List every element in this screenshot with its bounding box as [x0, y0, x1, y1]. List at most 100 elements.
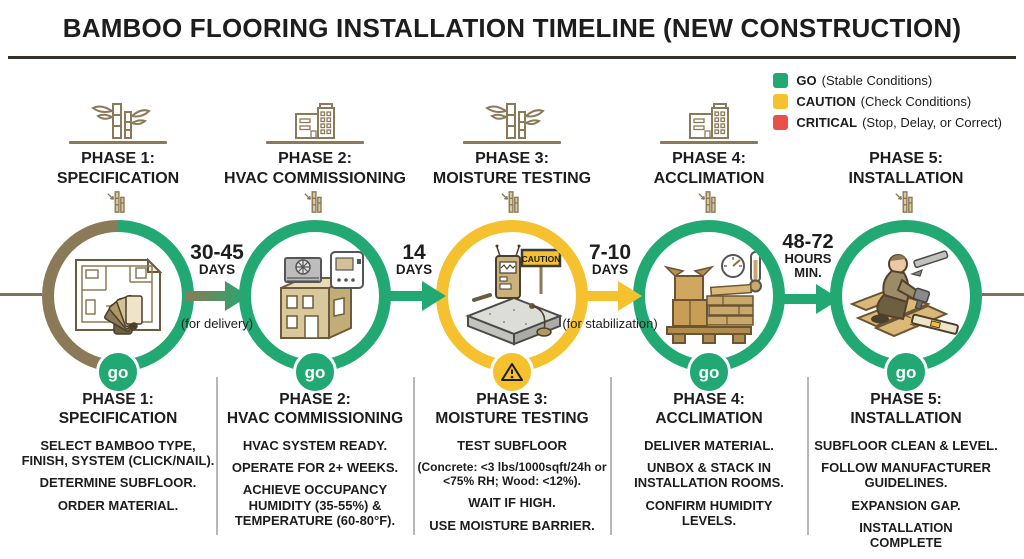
detail-item: DETERMINE SUBFLOOR.	[39, 475, 197, 491]
phase-name: MOISTURE TESTING	[432, 169, 592, 187]
duration-unit: DAYS	[591, 262, 629, 278]
phase-5-column: PHASE 5: INSTALLATION	[808, 100, 1004, 395]
installer-illustration	[850, 250, 959, 338]
phase-2-bottom-header: PHASE 2: HVAC COMMISSIONING	[217, 390, 413, 429]
bamboo-icon	[20, 100, 216, 144]
phase-4-details: PHASE 4: ACCLIMATION DELIVER MATERIAL. U…	[611, 390, 807, 535]
caution-color-swatch	[773, 94, 789, 109]
duration-unit-2: MIN.	[794, 265, 822, 281]
svg-text:CAUTION: CAUTION	[522, 254, 561, 264]
duration-note: (for delivery)	[180, 316, 254, 331]
duration-note: (for stabilization)	[562, 316, 658, 331]
phase-3-illustration-wrap: CAUTION	[448, 232, 576, 361]
phase-label: PHASE 3:	[475, 150, 549, 167]
legend-desc: (Stable Conditions)	[821, 73, 933, 88]
right-arrow-icon	[382, 281, 446, 311]
phase-4-column: PHASE 4: ACCLIMATION	[611, 100, 807, 395]
phase-label: PHASE 2:	[279, 391, 351, 408]
warning-triangle-icon	[501, 363, 523, 382]
phase-label: PHASE 1:	[82, 391, 154, 408]
legend-label: GO	[796, 73, 817, 88]
legend-row-go: GO (Stable Conditions)	[773, 70, 1002, 91]
phase-1-illustration-wrap	[54, 232, 182, 361]
legend-label: CRITICAL	[796, 115, 858, 130]
phase-4-bottom-header: PHASE 4: ACCLIMATION	[611, 390, 807, 429]
legend: GO (Stable Conditions) CAUTION (Check Co…	[773, 70, 1002, 133]
hvac-building-illustration	[280, 251, 364, 340]
header-icon-spacer	[808, 100, 1004, 144]
duration-unit: DAYS	[395, 262, 433, 278]
phase-1-column: PHASE 1: SPECIFICATION	[20, 100, 216, 395]
phase-3-column: PHASE 3: MOISTURE TESTING	[414, 100, 610, 395]
phase-name: INSTALLATION	[848, 169, 964, 187]
timeline-edge-line-right	[982, 293, 1024, 296]
phase-label: PHASE 2:	[278, 150, 352, 167]
detail-item: INSTALLATION COMPLETE	[859, 520, 953, 551]
detail-item: EXPANSION GAP.	[851, 497, 961, 513]
phase-3-header: PHASE 3: MOISTURE TESTING	[414, 149, 610, 188]
phase-2-illustration-wrap	[251, 232, 379, 361]
phase-name: ACCLIMATION	[653, 169, 765, 187]
column-divider	[216, 377, 218, 535]
detail-item: SELECT BAMBOO TYPE, FINISH, SYSTEM (CLIC…	[21, 437, 215, 469]
detail-item: ORDER MATERIAL.	[57, 497, 179, 513]
detail-item: USE MOISTURE BARRIER.	[429, 517, 595, 533]
duration-unit: DAYS	[198, 262, 236, 278]
caution-badge	[490, 350, 534, 395]
bamboo-icon	[414, 100, 610, 144]
phase-1-details: PHASE 1: SPECIFICATION SELECT BAMBOO TYP…	[20, 390, 216, 520]
phase-name: SPECIFICATION	[58, 410, 178, 428]
icon-baseline	[69, 141, 167, 144]
phase-name: SPECIFICATION	[56, 169, 180, 187]
phase-name: HVAC COMMISSIONING	[226, 410, 404, 428]
go-badge: go	[293, 350, 337, 395]
phase-name: ACCLIMATION	[655, 410, 763, 428]
building-icon	[611, 100, 807, 144]
column-divider	[413, 377, 415, 535]
detail-item: ACHIEVE OCCUPANCY HUMIDITY (35-55%) & TE…	[234, 482, 396, 529]
phase-label: PHASE 5:	[869, 150, 943, 167]
right-arrow-icon	[578, 281, 642, 311]
go-badge: go	[884, 350, 928, 395]
detail-item: CONFIRM HUMIDITY LEVELS.	[645, 497, 773, 529]
phase-4-header: PHASE 4: ACCLIMATION	[611, 149, 807, 188]
detail-item: (Concrete: <3 lbs/1000sqft/24h or <75% R…	[417, 460, 607, 489]
phase-2-circle: go	[239, 220, 391, 395]
page-title: BAMBOO FLOORING INSTALLATION TIMELINE (N…	[62, 13, 962, 43]
phase-label: PHASE 3:	[476, 391, 548, 408]
detail-item: OPERATE FOR 2+ WEEKS.	[231, 460, 399, 476]
bamboo-sprout-icon	[20, 190, 216, 214]
phase-2-header: PHASE 2: HVAC COMMISSIONING	[217, 149, 413, 188]
icon-baseline	[266, 141, 364, 144]
acclimation-pallet-illustration	[663, 251, 762, 345]
bamboo-sprout-icon	[217, 190, 413, 214]
title-divider	[8, 56, 1016, 59]
column-divider	[610, 377, 612, 535]
arrow-phase2-to-phase3: 14 DAYS	[366, 238, 462, 317]
phase-1-circle: go	[42, 220, 194, 395]
timeline-edge-line-left	[0, 293, 42, 296]
bamboo-sprout-icon	[414, 190, 610, 214]
legend-desc: (Check Conditions)	[860, 94, 972, 109]
phase-4-illustration-wrap	[645, 232, 773, 361]
phase-3-circle: CAUTION	[436, 220, 588, 395]
phase-3-bottom-header: PHASE 3: MOISTURE TESTING	[414, 390, 610, 429]
bamboo-sprout-icon	[808, 190, 1004, 214]
arrow-phase1-to-phase2: 30-45 DAYS (for delivery)	[169, 238, 265, 332]
arrow-phase3-to-phase4: 7-10 DAYS (for stabilization)	[562, 238, 658, 332]
detail-item: TEST SUBFLOOR	[457, 437, 567, 453]
legend-desc: (Stop, Delay, or Correct)	[862, 115, 1002, 130]
phase-1-header: PHASE 1: SPECIFICATION	[20, 149, 216, 188]
icon-baseline	[660, 141, 758, 144]
duration-unit: HOURS	[784, 251, 832, 266]
phase-label: PHASE 4:	[673, 391, 745, 408]
phase-5-illustration-wrap	[842, 232, 970, 361]
phase-4-circle: go	[633, 220, 785, 395]
phase-1-bottom-header: PHASE 1: SPECIFICATION	[20, 390, 216, 429]
phase-name: MOISTURE TESTING	[435, 410, 589, 428]
duration-value: 30-45	[190, 241, 244, 265]
icon-baseline	[463, 141, 561, 144]
phase-2-details: PHASE 2: HVAC COMMISSIONING HVAC SYSTEM …	[217, 390, 413, 535]
detail-item: DELIVER MATERIAL.	[644, 437, 774, 453]
phase-5-bottom-header: PHASE 5: INSTALLATION	[808, 390, 1004, 429]
